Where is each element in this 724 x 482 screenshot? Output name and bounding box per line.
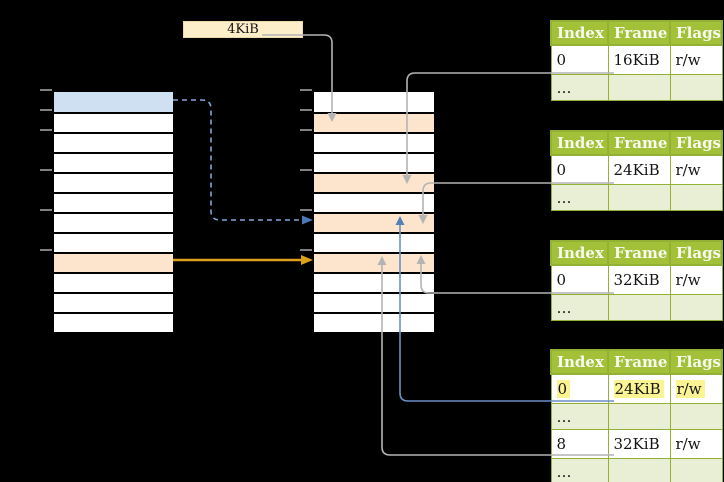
column-header-frame: Frame	[607, 130, 671, 156]
table-cell-flags: r/w	[669, 264, 723, 295]
column-header-frame: Frame	[607, 349, 671, 375]
memory-frame-row-highlight-orange	[314, 112, 434, 132]
memory-page-row-highlight-orange	[54, 252, 173, 272]
virtual-memory-column	[52, 90, 175, 334]
arrow-dashed-blue-page-to-frame	[173, 99, 313, 225]
table-row-highlighted: 0 24KiB r/w	[550, 373, 723, 404]
table-cell-frame: 32KiB	[607, 429, 671, 459]
table-row: 0 24KiB r/w	[550, 154, 723, 185]
memory-page-row	[54, 292, 173, 312]
column-header-index: Index	[550, 240, 609, 266]
memory-frame-row	[314, 232, 434, 252]
table-cell-index: 0	[550, 154, 609, 185]
table-cell-flags	[669, 403, 723, 430]
highlighted-value: 0	[556, 380, 571, 398]
memory-page-row	[54, 112, 173, 132]
column-header-flags: Flags	[669, 20, 723, 46]
table-row-ellipsis: …	[550, 403, 723, 430]
page-table-4: Index Frame Flags 0 24KiB r/w … 8 32KiB …	[550, 349, 723, 482]
column-header-flags: Flags	[669, 240, 723, 266]
page-size-label: 4KiB	[227, 22, 259, 37]
page-table-2: Index Frame Flags 0 24KiB r/w …	[550, 130, 723, 211]
memory-frame-row	[314, 292, 434, 312]
page-table-1: Index Frame Flags 0 16KiB r/w …	[550, 20, 723, 101]
memory-frame-row-highlight-orange	[314, 252, 434, 272]
address-ticks-left	[40, 89, 52, 251]
page-size-label-box: 4KiB	[183, 21, 303, 38]
memory-page-row	[54, 152, 173, 172]
memory-frame-row	[314, 312, 434, 332]
table-cell-frame	[607, 458, 671, 482]
table-cell-index: …	[550, 74, 609, 101]
table-cell-index: 8	[550, 429, 609, 459]
table-cell-flags: r/w	[669, 429, 723, 459]
table-cell-flags	[669, 458, 723, 482]
table-header-row: Index Frame Flags	[550, 240, 723, 266]
table-cell-flags: r/w	[669, 373, 723, 404]
table-cell-frame: 24KiB	[607, 373, 671, 404]
column-header-frame: Frame	[607, 240, 671, 266]
memory-frame-row-highlight-orange	[314, 212, 434, 232]
memory-page-row	[54, 272, 173, 292]
table-row-ellipsis: …	[550, 458, 723, 482]
table-cell-index: …	[550, 294, 609, 321]
table-header-row: Index Frame Flags	[550, 130, 723, 156]
table-cell-index: 0	[550, 44, 609, 75]
memory-frame-row	[314, 152, 434, 172]
column-header-index: Index	[550, 349, 609, 375]
table-cell-frame: 32KiB	[607, 264, 671, 295]
table-cell-frame	[607, 74, 671, 101]
table-row-ellipsis: …	[550, 294, 723, 321]
highlighted-value: 24KiB	[613, 380, 664, 398]
memory-page-row	[54, 212, 173, 232]
column-header-index: Index	[550, 130, 609, 156]
arrow-orange-page-to-frame	[173, 255, 313, 265]
table-row-ellipsis: …	[550, 74, 723, 101]
column-header-flags: Flags	[669, 130, 723, 156]
table-cell-frame	[607, 403, 671, 430]
memory-frame-row	[314, 192, 434, 212]
table-cell-index: …	[550, 458, 609, 482]
memory-frame-row-highlight-orange	[314, 172, 434, 192]
table-cell-index: 0	[550, 264, 609, 295]
table-row: 0 32KiB r/w	[550, 264, 723, 295]
memory-frame-row	[314, 272, 434, 292]
table-cell-index: 0	[550, 373, 609, 404]
column-header-index: Index	[550, 20, 609, 46]
table-row: 8 32KiB r/w	[550, 429, 723, 459]
highlighted-value: r/w	[675, 380, 705, 398]
table-cell-flags: r/w	[669, 44, 723, 75]
table-cell-flags	[669, 294, 723, 321]
memory-page-row	[54, 192, 173, 212]
physical-memory-column	[312, 90, 436, 334]
table-cell-frame: 24KiB	[607, 154, 671, 185]
table-cell-frame: 16KiB	[607, 44, 671, 75]
table-cell-frame	[607, 294, 671, 321]
memory-page-row-highlight-blue	[54, 92, 173, 112]
memory-page-row	[54, 132, 173, 152]
table-cell-flags: r/w	[669, 154, 723, 185]
memory-frame-row	[314, 92, 434, 112]
table-row: 0 16KiB r/w	[550, 44, 723, 75]
table-cell-index: …	[550, 403, 609, 430]
page-table-3: Index Frame Flags 0 32KiB r/w …	[550, 240, 723, 321]
memory-page-row	[54, 172, 173, 192]
column-header-flags: Flags	[669, 349, 723, 375]
memory-page-row	[54, 232, 173, 252]
table-row-ellipsis: …	[550, 184, 723, 211]
column-header-frame: Frame	[607, 20, 671, 46]
table-header-row: Index Frame Flags	[550, 20, 723, 46]
table-cell-flags	[669, 184, 723, 211]
memory-page-row	[54, 312, 173, 332]
address-ticks-middle	[300, 89, 312, 251]
memory-frame-row	[314, 132, 434, 152]
table-cell-flags	[669, 74, 723, 101]
table-cell-index: …	[550, 184, 609, 211]
table-header-row: Index Frame Flags	[550, 349, 723, 375]
table-cell-frame	[607, 184, 671, 211]
